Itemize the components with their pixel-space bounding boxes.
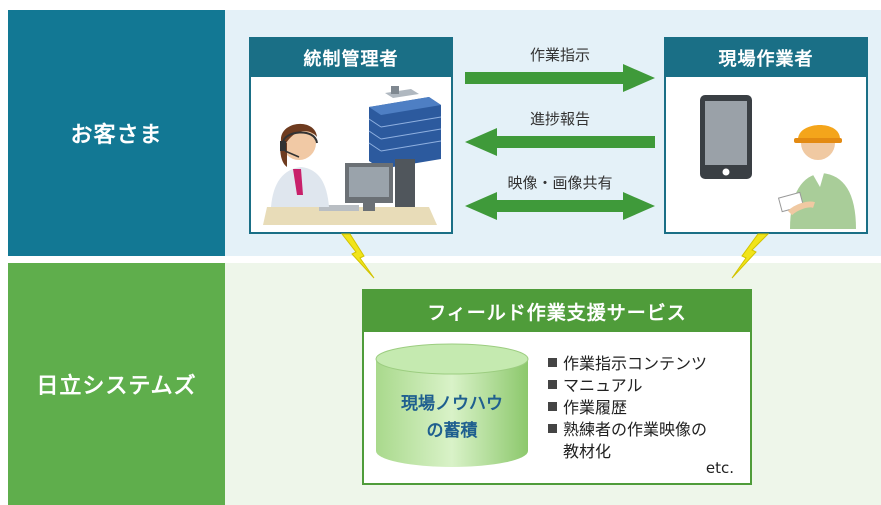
bullet-icon — [548, 358, 557, 367]
manager-illustration — [263, 86, 442, 225]
arrow-left-icon — [465, 128, 655, 156]
knowledge-label: 現場ノウハウ の蓄積 — [374, 391, 530, 445]
worker-box: 現場作業者 — [664, 37, 868, 234]
service-item-list: 作業指示コンテンツ マニュアル 作業履歴 熟練者の作業映像の 教材化 — [548, 353, 707, 463]
service-box: フィールド作業支援サービス 現場ノウハウ の蓄積 作業指示コンテンツ マニュアル… — [362, 289, 752, 485]
arrow-sharing-label-wrap: 映像・画像共有 — [465, 172, 655, 193]
etc-label: etc. — [705, 459, 734, 477]
lightning-left-icon — [340, 233, 375, 279]
knowledge-label-line1: 現場ノウハウ — [401, 394, 503, 414]
worker-title: 現場作業者 — [666, 39, 866, 77]
arrow-progress-label-wrap: 進捗報告 — [465, 108, 655, 129]
tablet-icon — [700, 95, 752, 179]
arrow-sharing-label: 映像・画像共有 — [507, 174, 613, 192]
service-item-cont: 教材化 — [563, 442, 612, 461]
service-item: 作業指示コンテンツ — [548, 353, 707, 375]
knowledge-label-line2: の蓄積 — [426, 421, 478, 441]
service-item: マニュアル — [548, 375, 707, 397]
operator-icon — [271, 123, 329, 207]
bullet-icon — [548, 424, 557, 433]
knowledge-database-icon — [375, 343, 529, 467]
bullet-icon — [548, 380, 557, 389]
server-icon — [368, 86, 442, 169]
worker-illustration — [700, 95, 856, 229]
customer-band-label: お客さま — [70, 123, 163, 148]
hitachi-band: 日立システムズ — [8, 263, 225, 505]
field-worker-icon — [777, 124, 856, 229]
manager-title: 統制管理者 — [251, 39, 451, 77]
manager-box: 統制管理者 — [249, 37, 453, 234]
monitor-icon — [345, 159, 415, 211]
bullet-icon — [548, 402, 557, 411]
arrow-right-icon — [465, 64, 655, 92]
arrow-instruction-label-wrap: 作業指示 — [465, 44, 655, 65]
arrow-progress-label: 進捗報告 — [529, 110, 590, 128]
double-arrow-icon — [465, 192, 655, 220]
lightning-right-icon — [731, 233, 770, 279]
service-item: 熟練者の作業映像の — [548, 419, 707, 441]
hitachi-band-label: 日立システムズ — [36, 374, 197, 399]
arrow-instruction-label: 作業指示 — [529, 46, 590, 64]
service-title: フィールド作業支援サービス — [364, 291, 750, 332]
customer-band: お客さま — [8, 10, 225, 256]
service-item: 作業履歴 — [548, 397, 707, 419]
